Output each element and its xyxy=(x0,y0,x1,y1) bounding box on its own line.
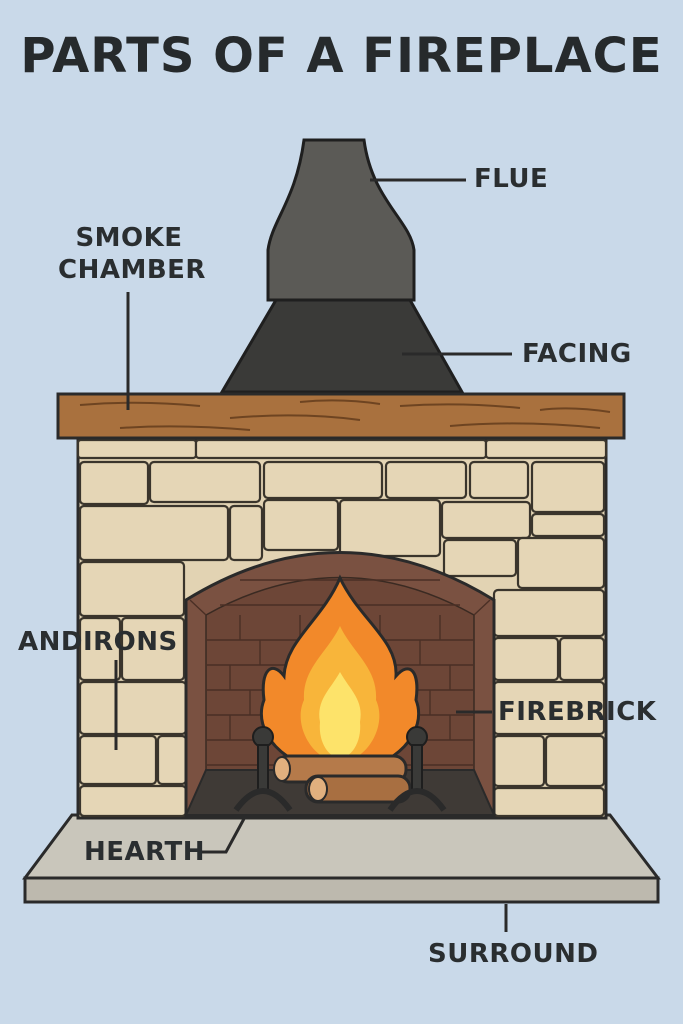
flue-chimney xyxy=(266,138,416,302)
label-smoke-chamber: SMOKE CHAMBER xyxy=(58,222,206,286)
label-smoke-chamber-line1: SMOKE xyxy=(75,223,183,253)
hearth-leader-line xyxy=(200,814,248,854)
hearth-slab xyxy=(22,813,662,904)
label-hearth: HEARTH xyxy=(84,837,205,867)
label-andirons: ANDIRONS xyxy=(18,627,178,657)
label-facing: FACING xyxy=(522,339,632,369)
smoke-chamber-hood xyxy=(219,298,465,394)
mantel-shelf xyxy=(56,392,626,440)
label-firebrick: FIREBRICK xyxy=(498,697,657,727)
page-title: PARTS OF A FIREPLACE xyxy=(20,28,663,84)
andiron-left xyxy=(233,726,293,812)
logs xyxy=(273,754,412,804)
label-smoke-chamber-line2: CHAMBER xyxy=(58,255,206,285)
label-surround: SURROUND xyxy=(428,939,599,969)
andiron-right xyxy=(387,726,447,812)
label-flue: FLUE xyxy=(474,164,549,194)
